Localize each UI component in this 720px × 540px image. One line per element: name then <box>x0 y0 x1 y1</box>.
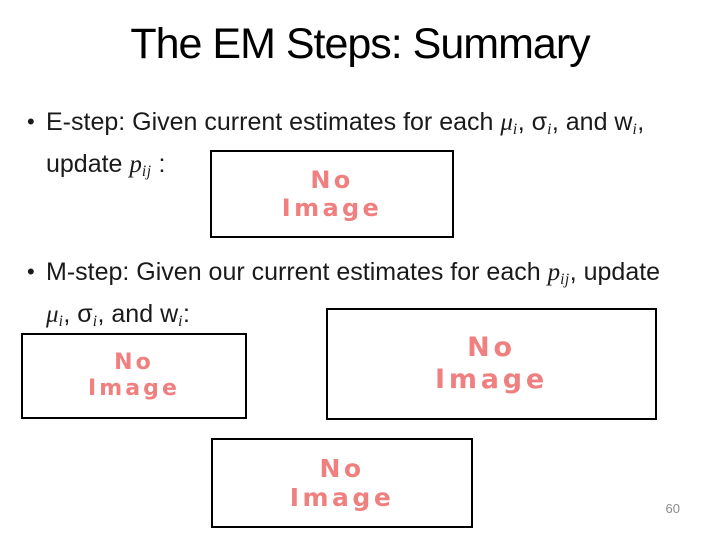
no-image-label: Image <box>281 194 383 222</box>
bullet-text-m-step: M-step: Given our current estimates for … <box>46 258 661 331</box>
no-image-placeholder-e-step: No Image <box>210 150 454 238</box>
bullet-marker: • <box>27 259 35 284</box>
no-image-label: No <box>319 453 365 483</box>
no-image-label: No <box>310 165 354 194</box>
bullet-text-e-step: E-step: Given current estimates for each… <box>46 108 645 181</box>
no-image-label: Image <box>87 376 181 401</box>
no-image-label: Image <box>289 483 395 512</box>
no-image-label: No <box>114 350 154 376</box>
no-image-label: No <box>467 332 516 364</box>
bullet-marker: • <box>27 109 35 134</box>
no-image-label: Image <box>435 364 548 395</box>
page-number: 60 <box>665 501 680 516</box>
bullet-item-m-step: • M-step: Given our current estimates fo… <box>27 253 660 337</box>
no-image-placeholder-m-step-bottom: No Image <box>211 438 473 528</box>
no-image-placeholder-m-step-right: No Image <box>326 308 657 420</box>
slide-title: The EM Steps: Summary <box>130 20 590 68</box>
bullet-item-e-step: • E-step: Given current estimates for ea… <box>27 103 644 187</box>
no-image-placeholder-m-step-left: No Image <box>21 333 247 419</box>
